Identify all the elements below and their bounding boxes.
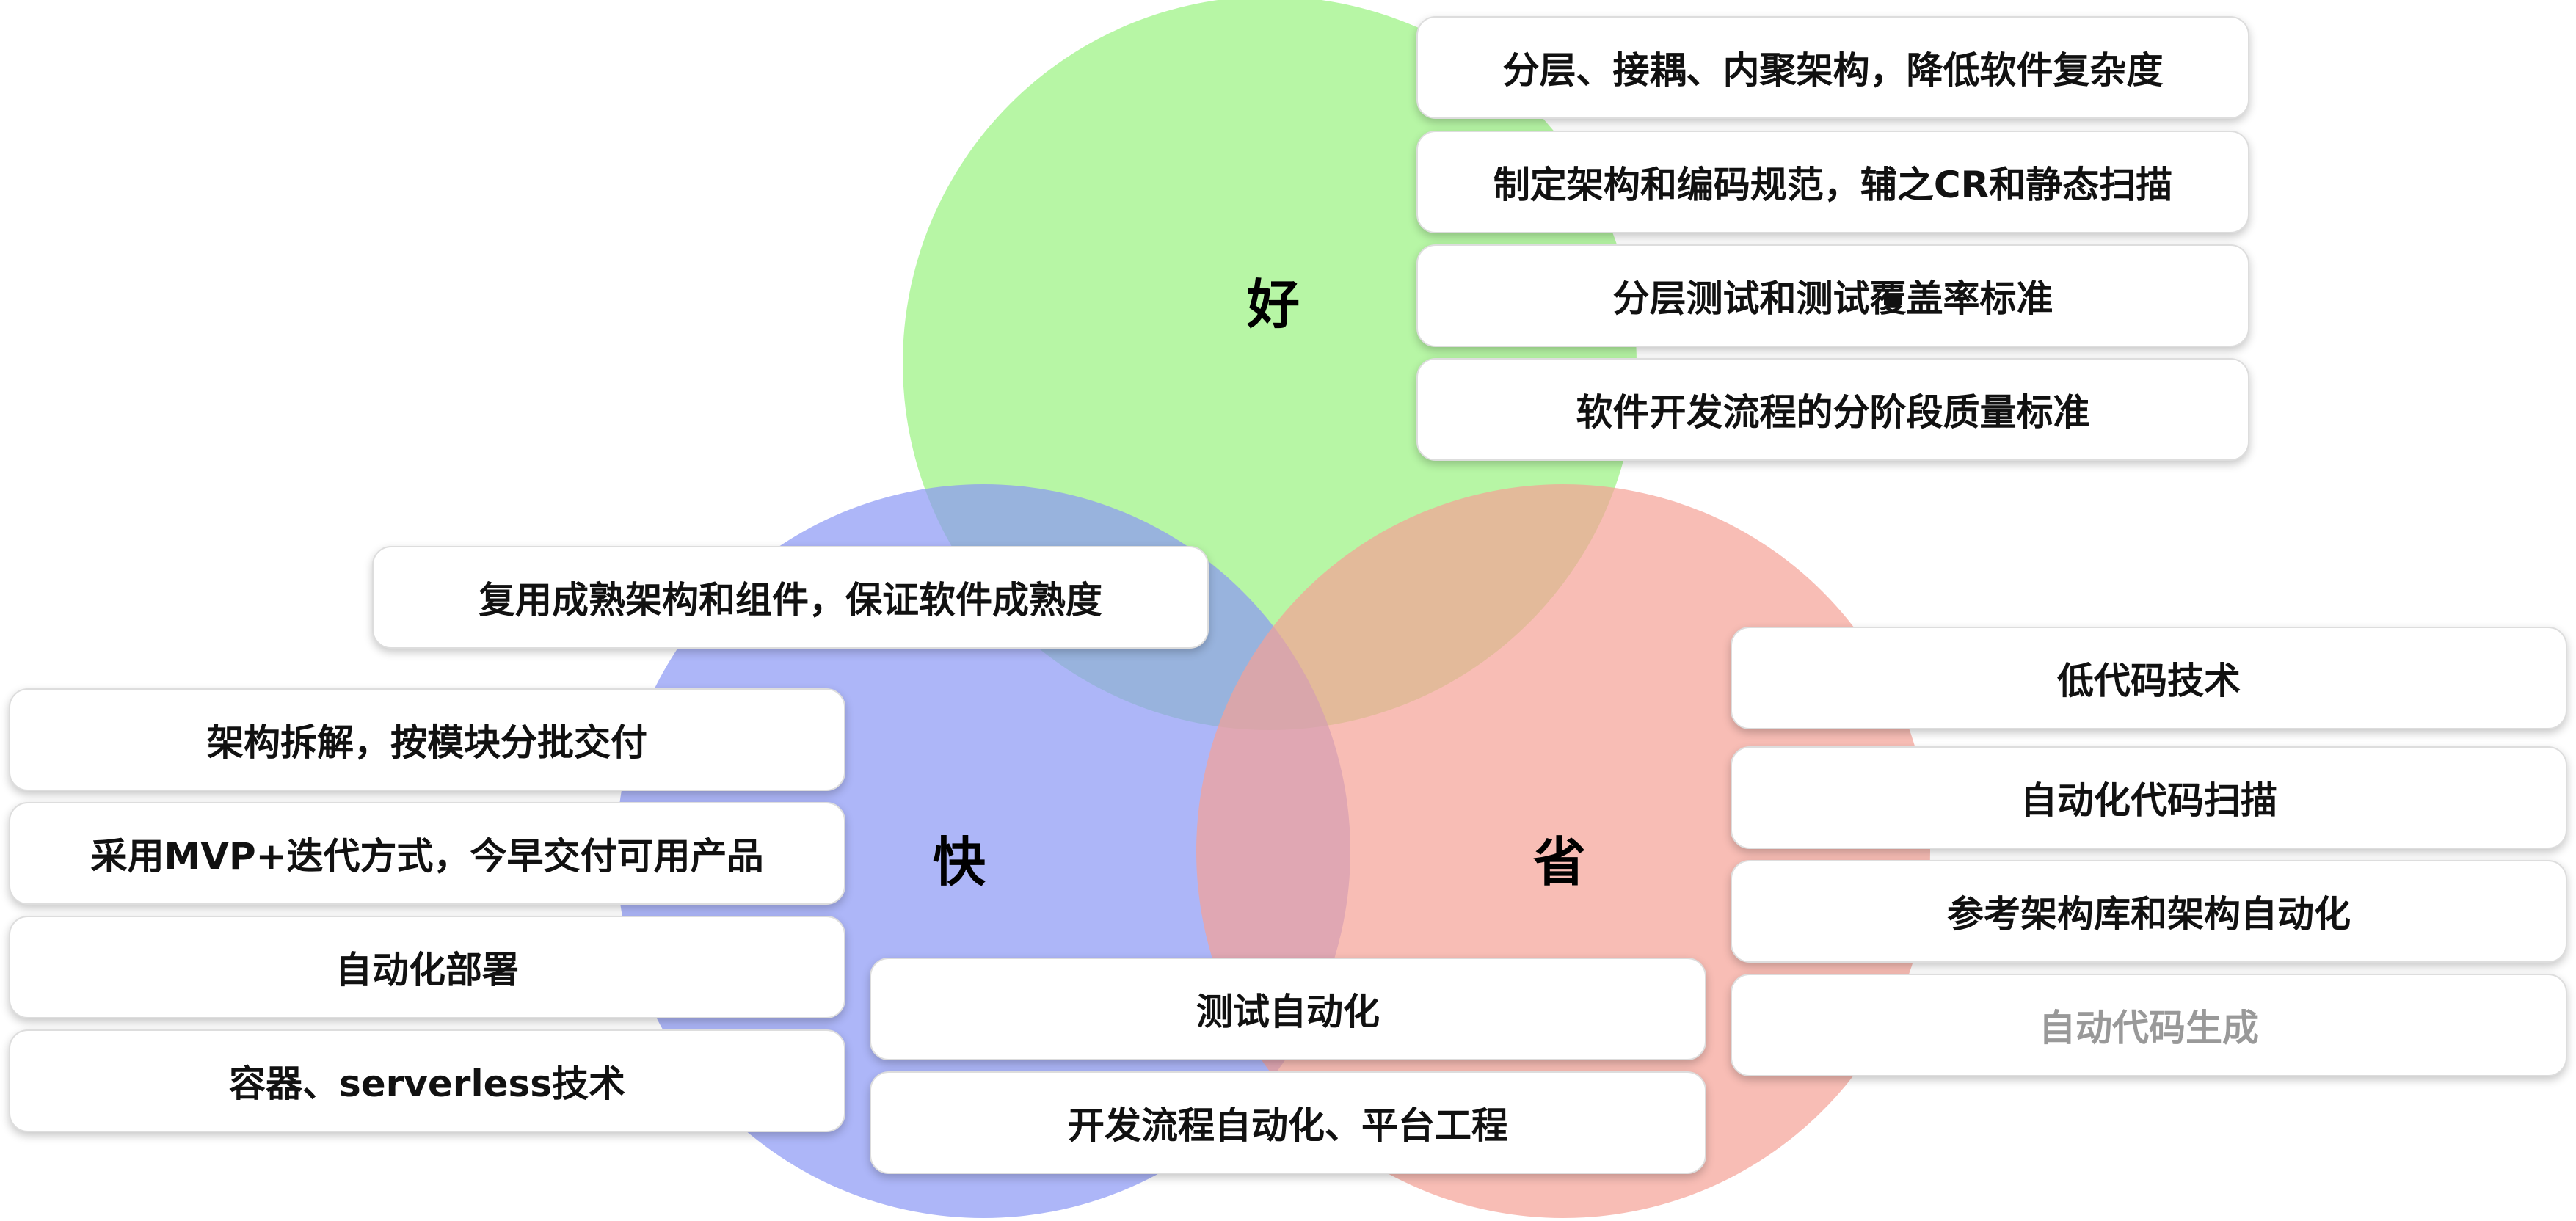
save-item: 低代码技术	[1731, 627, 2567, 729]
good-item: 分层、接耦、内聚架构，降低软件复杂度	[1416, 16, 2249, 119]
good-item: 软件开发流程的分阶段质量标准	[1416, 358, 2249, 461]
good-item: 分层测试和测试覆盖率标准	[1416, 244, 2249, 347]
good-fast-item: 复用成熟架构和组件，保证软件成熟度	[372, 546, 1209, 649]
circle-label-save: 省	[1532, 831, 1586, 893]
circle-label-good: 好	[1246, 274, 1300, 335]
save-item: 参考架构库和架构自动化	[1731, 860, 2567, 963]
fast-save-item: 测试自动化	[870, 958, 1706, 1060]
circle-label-fast: 快	[932, 831, 986, 893]
save-item: 自动化代码扫描	[1731, 746, 2567, 849]
fast-item: 自动化部署	[9, 916, 845, 1018]
fast-item: 架构拆解，按模块分批交付	[9, 688, 845, 791]
fast-item: 采用MVP+迭代方式，今早交付可用产品	[9, 802, 845, 905]
good-item: 制定架构和编码规范，辅之CR和静态扫描	[1416, 131, 2249, 233]
fast-save-item: 开发流程自动化、平台工程	[870, 1071, 1706, 1174]
fast-item: 容器、serverless技术	[9, 1029, 845, 1132]
save-item: 自动代码生成	[1731, 974, 2567, 1076]
